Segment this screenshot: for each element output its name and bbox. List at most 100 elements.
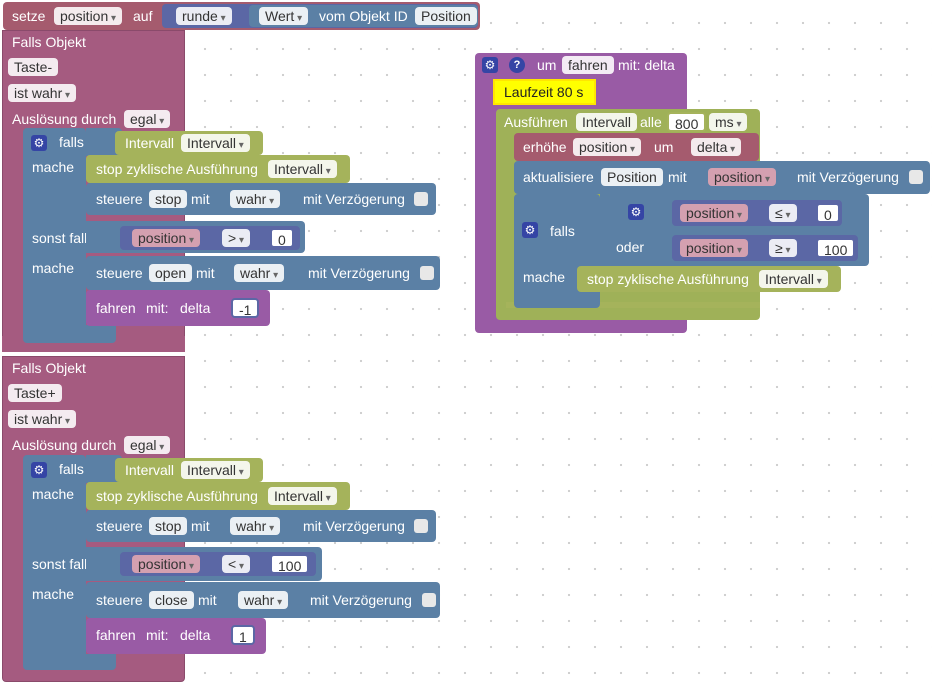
value-dropdown[interactable]: Wert — [259, 7, 309, 25]
compare-var-dropdown[interactable]: position — [680, 239, 749, 257]
from-object-label: vom Objekt ID — [319, 8, 408, 24]
elseif-label: sonst falls — [32, 556, 95, 572]
control-target-field[interactable]: stop — [149, 517, 188, 535]
if-block-1-bottom — [23, 325, 116, 343]
control-block-1[interactable]: steuere stop mit wahr mit Verzögerung — [86, 183, 436, 215]
unit-dropdown[interactable]: ms — [709, 113, 748, 131]
control-target-field[interactable]: stop — [149, 190, 188, 208]
trigger-by-label: Auslösung durch — [12, 437, 117, 453]
control-label: steuere — [96, 191, 143, 207]
gear-icon[interactable]: ⚙ — [522, 222, 538, 238]
control-block-2[interactable]: steuere open mit wahr mit Verzögerung — [86, 256, 440, 290]
compare-block-2[interactable]: position < 100 — [120, 552, 316, 576]
compare-op-dropdown[interactable]: > — [222, 229, 250, 247]
call-fahren-1[interactable]: fahren mit: delta -1 — [86, 290, 270, 326]
compare-block-3[interactable]: position ≤ 0 — [672, 200, 842, 226]
with-label: mit — [191, 191, 210, 207]
stop-interval-1[interactable]: stop zyklische Ausführung Intervall — [86, 155, 350, 183]
delay-checkbox[interactable] — [420, 266, 434, 280]
control-value-dropdown[interactable]: wahr — [230, 517, 281, 535]
delay-checkbox[interactable] — [422, 593, 436, 607]
interval-var-field[interactable]: Intervall — [576, 113, 638, 131]
interval-check-2[interactable]: Intervall Intervall — [115, 458, 263, 482]
call-value[interactable]: -1 — [231, 298, 260, 318]
update-var-dropdown[interactable]: position — [708, 168, 777, 186]
update-target-field[interactable]: Position — [601, 168, 663, 186]
control-target-field[interactable]: close — [149, 591, 194, 609]
help-icon[interactable]: ? — [509, 57, 525, 73]
call-label: fahren — [96, 627, 136, 643]
compare-op-dropdown[interactable]: < — [222, 555, 250, 573]
object-field[interactable]: Taste- — [8, 58, 59, 76]
trigger-by-dropdown[interactable]: egal — [124, 436, 171, 454]
update-block[interactable]: aktualisiere Position mit position mit V… — [514, 161, 930, 194]
if-block-3[interactable]: ⚙ falls mache — [514, 194, 600, 308]
round-dropdown[interactable]: runde — [176, 7, 232, 25]
compare-value[interactable]: 100 — [816, 238, 856, 258]
compare-value[interactable]: 100 — [270, 554, 310, 574]
compare-block-4[interactable]: position ≥ 100 — [672, 235, 858, 261]
gear-icon[interactable]: ⚙ — [31, 462, 47, 478]
interval-check-1[interactable]: Intervall Intervall — [115, 131, 263, 155]
trigger-title: Falls Objekt — [12, 34, 86, 50]
object-id-field[interactable]: Position — [415, 7, 477, 25]
compare-block-1[interactable]: position > 0 — [120, 226, 300, 250]
do-label: mache — [523, 269, 566, 285]
compare-var-dropdown[interactable]: position — [132, 229, 201, 247]
compare-value[interactable]: 0 — [270, 228, 294, 248]
control-value-dropdown[interactable]: wahr — [234, 264, 285, 282]
stop-interval-3[interactable]: stop zyklische Ausführung Intervall — [577, 266, 841, 292]
compare-var-dropdown[interactable]: position — [132, 555, 201, 573]
if-block-2[interactable]: ⚙ falls mache sonst falls mache — [23, 455, 94, 665]
comment-runtime[interactable]: Laufzeit 80 s — [493, 79, 596, 105]
update-delay-checkbox[interactable] — [909, 170, 923, 184]
compare-var-dropdown[interactable]: position — [680, 204, 749, 222]
every-value[interactable]: 800 — [667, 112, 707, 132]
stop-interval-dropdown[interactable]: Intervall — [268, 487, 337, 505]
delay-checkbox[interactable] — [414, 519, 428, 533]
interval-dropdown[interactable]: Intervall — [181, 461, 250, 479]
control-block-3[interactable]: steuere stop mit wahr mit Verzögerung — [86, 510, 436, 542]
increment-delta-dropdown[interactable]: delta — [691, 138, 742, 156]
control-block-4[interactable]: steuere close mit wahr mit Verzögerung — [86, 582, 440, 618]
call-with-label: mit: — [146, 627, 169, 643]
delay-label: mit Verzögerung — [310, 592, 412, 608]
execute-label: Ausführen — [504, 114, 568, 130]
to-label: um — [537, 57, 557, 73]
delay-label: mit Verzögerung — [308, 265, 410, 281]
interval-dropdown[interactable]: Intervall — [181, 134, 250, 152]
get-value-block[interactable]: Wert vom Objekt ID Position — [249, 5, 478, 27]
call-value[interactable]: 1 — [231, 625, 255, 645]
compare-op-dropdown[interactable]: ≥ — [769, 239, 797, 257]
call-fahren-2[interactable]: fahren mit: delta 1 — [86, 618, 266, 654]
control-target-field[interactable]: open — [149, 264, 193, 282]
gear-icon[interactable]: ⚙ — [628, 204, 644, 220]
condition-dropdown[interactable]: ist wahr — [8, 84, 77, 102]
function-name-field[interactable]: fahren — [562, 56, 614, 74]
increment-var-dropdown[interactable]: position — [573, 138, 642, 156]
stop-label: stop zyklische Ausführung — [587, 271, 749, 287]
trigger-by-label: Auslösung durch — [12, 111, 117, 127]
stop-interval-dropdown[interactable]: Intervall — [759, 270, 828, 288]
increment-block[interactable]: erhöhe position um delta — [514, 133, 759, 161]
delay-checkbox[interactable] — [414, 192, 428, 206]
loop-inner-gap — [506, 302, 760, 308]
stop-interval-2[interactable]: stop zyklische Ausführung Intervall — [86, 482, 350, 510]
control-value-dropdown[interactable]: wahr — [238, 591, 289, 609]
set-variable-dropdown[interactable]: position — [54, 7, 123, 25]
compare-op-dropdown[interactable]: ≤ — [769, 204, 797, 222]
if-block-1[interactable]: ⚙ falls mache sonst falls mache — [23, 128, 94, 336]
trigger-by-dropdown[interactable]: egal — [124, 110, 171, 128]
control-value-dropdown[interactable]: wahr — [230, 190, 281, 208]
stop-label: stop zyklische Ausführung — [96, 488, 258, 504]
object-field[interactable]: Taste+ — [8, 384, 62, 402]
condition-dropdown[interactable]: ist wahr — [8, 410, 77, 428]
do-label: mache — [32, 486, 75, 502]
gear-icon[interactable]: ⚙ — [482, 57, 498, 73]
gear-icon[interactable]: ⚙ — [31, 135, 47, 151]
call-label: fahren — [96, 300, 136, 316]
do-label: mache — [32, 159, 75, 175]
stop-interval-dropdown[interactable]: Intervall — [268, 160, 337, 178]
compare-value[interactable]: 0 — [816, 203, 840, 223]
delay-label: mit Verzögerung — [303, 518, 405, 534]
